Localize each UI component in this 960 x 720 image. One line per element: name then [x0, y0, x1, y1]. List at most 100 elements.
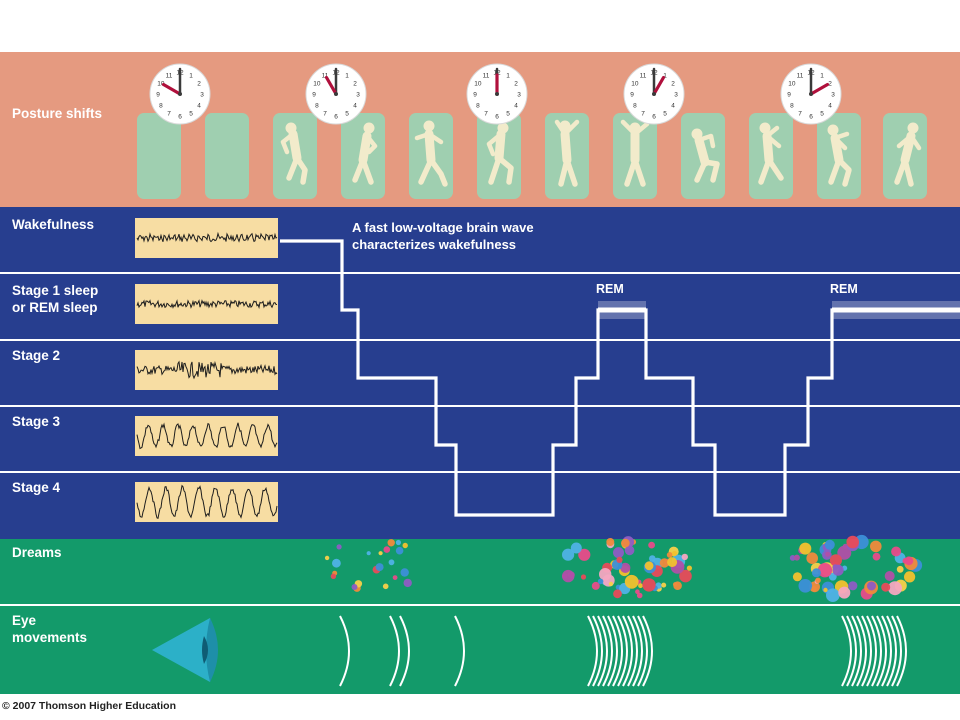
- dream-dot: [686, 565, 693, 571]
- sleeper-figure: [486, 122, 514, 185]
- eeg-trace-stage3: [136, 422, 278, 450]
- sleeper-legs: [352, 157, 374, 185]
- dream-dot: [608, 581, 614, 587]
- dream-dot: [672, 550, 678, 557]
- sleeper-legs: [488, 155, 514, 185]
- eye-icon: [152, 618, 218, 682]
- clock-number: 11: [640, 72, 647, 79]
- dream-dot: [817, 563, 833, 578]
- sleeper-legs: [694, 159, 720, 183]
- eye-movement-arc: [622, 615, 633, 687]
- stage4-label: Stage 4: [12, 480, 61, 495]
- sleeper-body: [900, 131, 916, 165]
- dream-dot: [828, 572, 837, 581]
- dream-dot: [642, 578, 656, 592]
- eeg-trace-stage4: [136, 484, 278, 519]
- clock-number: 7: [641, 111, 645, 118]
- clock-number: 6: [809, 114, 813, 121]
- clock-icon: 121234567891011: [466, 63, 528, 125]
- dreams-label: Dreams: [12, 545, 62, 560]
- eye-movement-arc: [846, 615, 857, 687]
- eye-movement-arc: [602, 615, 613, 687]
- clock-number: 11: [166, 72, 173, 79]
- sleeper-head: [827, 124, 839, 136]
- eye-movement-arc: [597, 615, 608, 687]
- eye-movements-label: Eye movements: [12, 613, 88, 645]
- dream-dot: [613, 547, 624, 559]
- eye-movement-arc: [612, 615, 623, 687]
- clock-number: 10: [474, 81, 482, 88]
- wakefulness-callout: A fast low-voltage brain wave characteri…: [352, 220, 534, 252]
- dream-dot: [400, 568, 409, 577]
- clock-number: 7: [798, 111, 802, 118]
- dream-dot: [606, 538, 615, 546]
- eye-movement-arc: [592, 615, 603, 687]
- clock-number: 4: [828, 103, 832, 110]
- posture-shifts-label: Posture shifts: [12, 106, 103, 121]
- eye-movement-arc: [856, 615, 867, 687]
- clock-number: 9: [630, 92, 634, 99]
- sleeper-body: [494, 129, 506, 163]
- clock-number: 10: [157, 81, 165, 88]
- dream-dot: [825, 551, 831, 557]
- sleeper-figure: [554, 119, 580, 187]
- stage3-label: Stage 3: [12, 414, 61, 429]
- clock-icon: 121234567891011: [305, 63, 367, 125]
- clock-number: 4: [197, 103, 201, 110]
- eeg-trace-stage2: [136, 360, 278, 380]
- bed: [137, 113, 181, 199]
- dream-dot: [597, 578, 604, 585]
- sleeper-body: [762, 131, 774, 165]
- clock-number: 5: [506, 111, 510, 118]
- clock-number: 1: [189, 72, 193, 79]
- dream-dot: [649, 555, 656, 562]
- dream-dot: [811, 568, 821, 578]
- hypnogram-line: [280, 239, 960, 517]
- sleeper-figure: [894, 122, 922, 187]
- stage2-label: Stage 2: [12, 348, 61, 363]
- dream-dot: [904, 571, 916, 583]
- eye-cone: [152, 618, 217, 682]
- eye-movement-arc: [642, 615, 653, 687]
- dream-dots: [324, 534, 923, 602]
- sleeper-head: [363, 122, 375, 134]
- eye-movement-arcs: [152, 615, 907, 687]
- dream-dot: [621, 538, 630, 548]
- stage1-rem-label: Stage 1 sleep or REM sleep: [12, 283, 99, 315]
- sleeper-arm: [896, 133, 922, 151]
- dream-dot: [599, 568, 612, 581]
- dream-dot: [888, 581, 902, 596]
- clock-icon: 121234567891011: [623, 63, 685, 125]
- clock-hour-hand: [652, 75, 666, 96]
- sleeper-arm: [280, 131, 296, 155]
- sleeper-legs: [624, 157, 646, 187]
- sleeper-arm: [832, 131, 850, 151]
- dream-dot: [570, 542, 582, 554]
- clock-number: 3: [356, 92, 360, 99]
- clock-pivot: [178, 92, 182, 96]
- sleeper-legs: [758, 157, 784, 185]
- clock-number: 8: [476, 103, 480, 110]
- dream-dot: [616, 556, 623, 564]
- copyright-notice: © 2007 Thomson Higher Education: [2, 700, 177, 712]
- sleeper-head: [907, 122, 919, 134]
- sleeper-figure: [620, 119, 650, 187]
- dream-dot: [661, 582, 667, 588]
- dream-dot: [846, 535, 859, 549]
- dream-dot: [838, 586, 851, 599]
- sleeper-arm: [554, 119, 580, 137]
- clock-number: 7: [484, 111, 488, 118]
- dream-dot: [330, 573, 337, 579]
- dream-dot: [815, 577, 821, 584]
- dream-dot: [837, 545, 852, 560]
- eeg-trace-wakefulness: [136, 231, 278, 243]
- dream-dot: [829, 554, 843, 567]
- sleeper-figure: [758, 122, 784, 185]
- clock-hour-hand: [809, 82, 830, 96]
- hypnogram: [280, 239, 960, 517]
- clock-pivot: [334, 92, 338, 96]
- clock-number: 7: [167, 111, 171, 118]
- dream-dot: [799, 542, 812, 555]
- clock-number: 7: [323, 111, 327, 118]
